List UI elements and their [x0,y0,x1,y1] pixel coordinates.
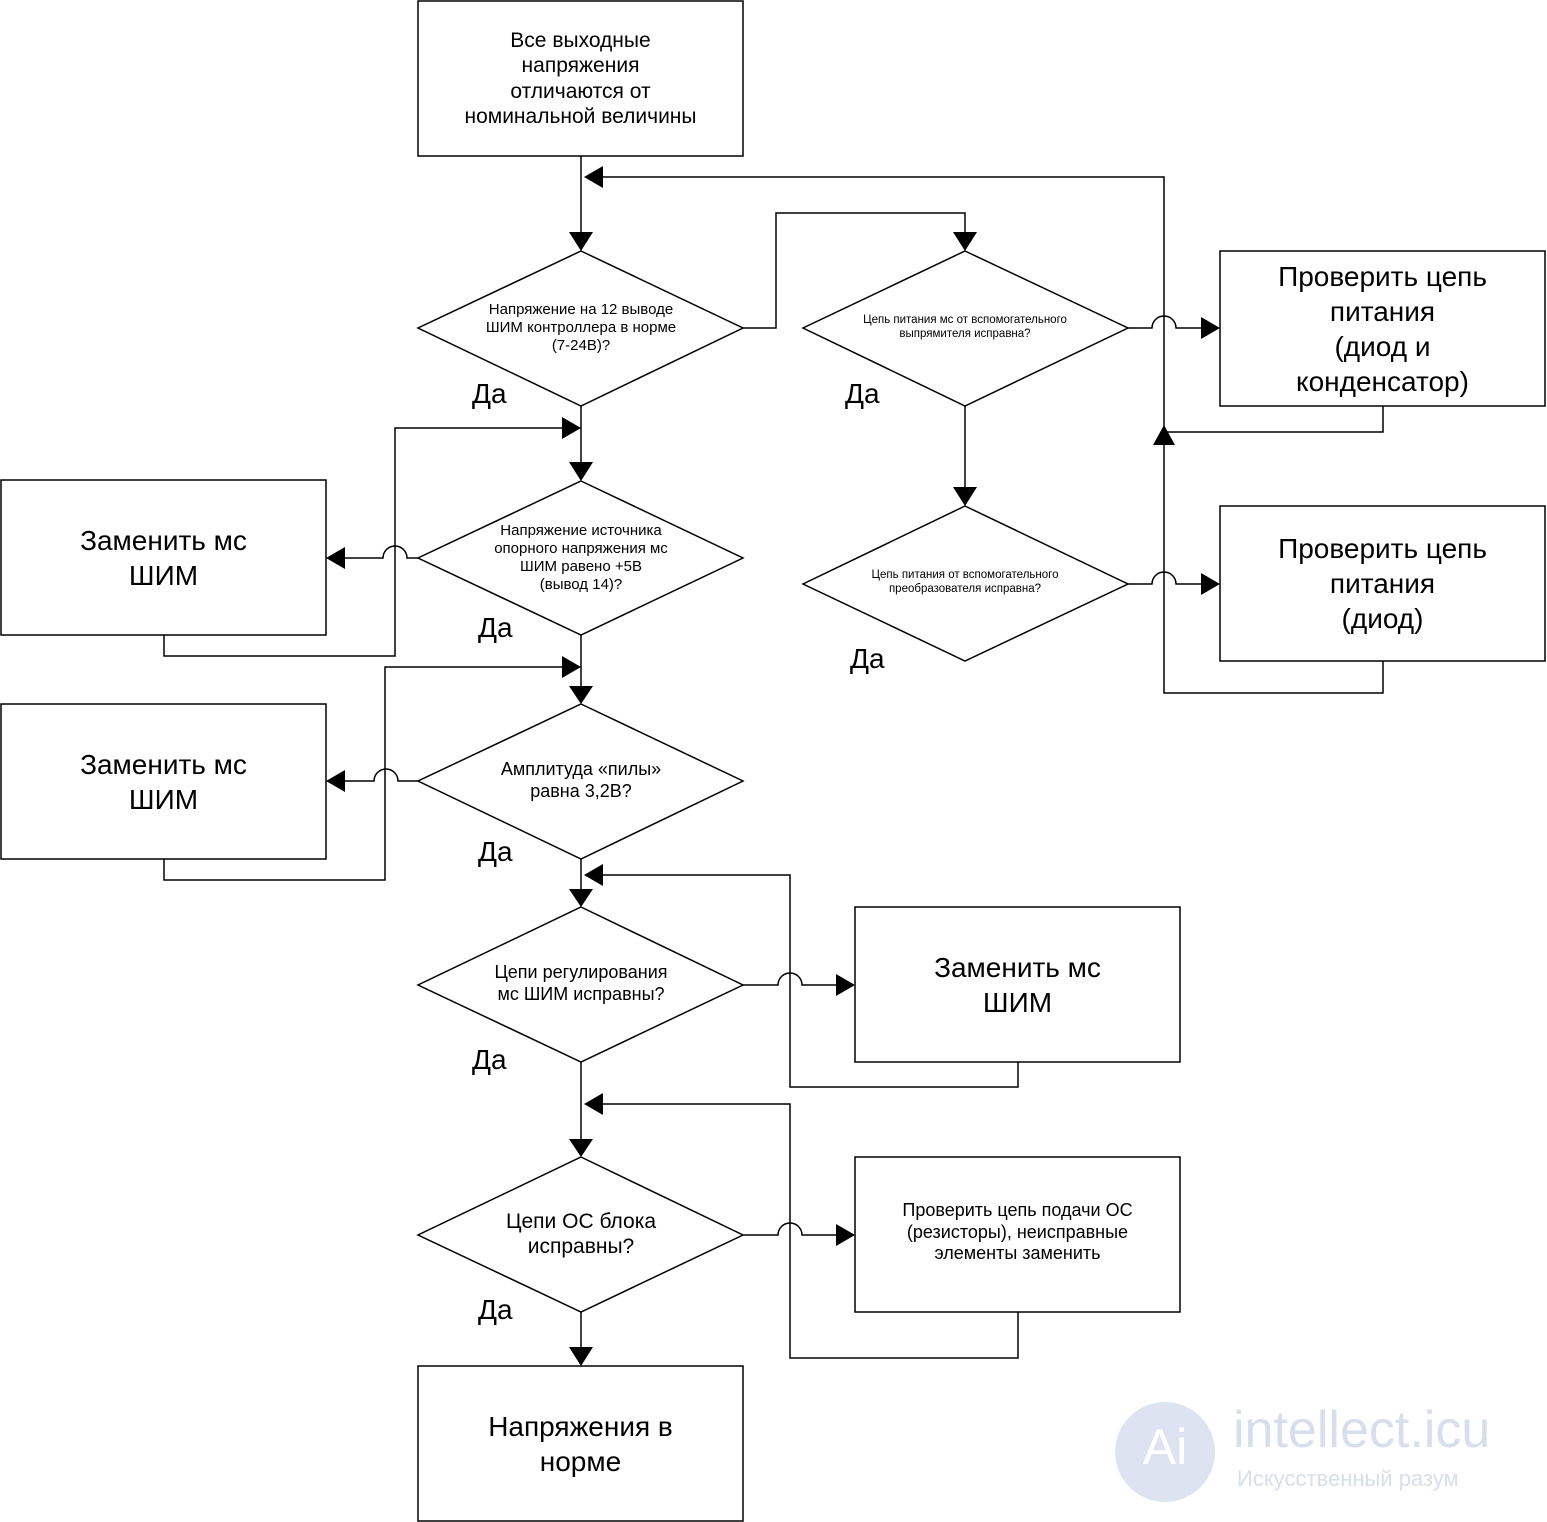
end-label: Напряжения в норме [488,1410,673,1477]
action-box-replace-pwm-3 [854,906,1181,1063]
arrowhead-down-d5 [569,1139,593,1157]
connector-d1-to-d6 [743,212,966,329]
action-label-replace-pwm-2: Заменить мс ШИМ [80,748,247,815]
decision-label-pin12-voltage: Напряжение на 12 выводе ШИМ контроллера … [485,301,677,354]
action-label-replace-pwm-3: Заменить мс ШИМ [934,951,1101,1018]
return-a1 [163,427,562,657]
return-a3 [603,874,1019,1088]
start-box [417,0,744,157]
arrowhead-up-return-a5 [1153,425,1175,445]
decision-label-aux-converter: Цепь питания от вспомогательного преобра… [871,569,1059,595]
arrowhead-right-return-a1 [562,417,581,439]
watermark-logo-letters: Ai [1142,1419,1188,1475]
connector-d2-to-a1 [345,545,418,559]
arrowhead-left-return-a4 [584,1093,603,1115]
return-a5 [1164,406,1384,433]
yes-label-d3: Да [478,836,513,867]
arrowhead-down-d6 [953,232,977,251]
watermark-subtitle: Искусственный разум [1237,1466,1459,1491]
arrowhead-down-d4 [569,889,593,907]
end-box [417,1365,744,1522]
action-box-replace-pwm-1 [0,479,327,636]
decision-label-regulation: Цепи регулирования мс ШИМ исправны? [494,962,668,1004]
arrowhead-left-a1 [326,547,345,569]
arrowhead-right-a5 [1201,317,1220,339]
decision-label-feedback: Цепи ОС блока исправны? [505,1209,657,1258]
arrowhead-down-d1 [569,232,593,251]
arrowhead-right-a3 [836,974,855,996]
decision-label-sawtooth: Амплитуда «пилы» равна 3,2В? [500,759,662,801]
yes-label-d6: Да [845,378,880,409]
action-box-replace-pwm-2 [0,703,327,860]
arrowhead-left-return-a3 [584,864,603,886]
action-box-check-feedback [854,1156,1181,1313]
yes-label-d1: Да [472,378,507,409]
action-label-check-feedback: Проверить цепь подачи ОС (резисторы), не… [902,1200,1133,1264]
decision-label-aux-rectifier: Цепь питания мс от вспомогательного выпр… [863,314,1067,340]
yes-label-d4: Да [472,1044,507,1075]
start-label: Все выходные напряжения отличаются от но… [464,29,697,128]
return-a6-to-top [603,176,1384,694]
yes-label-d5: Да [478,1294,513,1325]
yes-label-d2: Да [478,612,513,643]
connector-d3-to-a2 [345,768,418,782]
yes-label-d7: Да [850,643,885,674]
arrowhead-down-d7 [953,487,977,506]
watermark: Ai intellect.icu Искусственный разум [1115,1400,1535,1502]
action-label-check-power-diode-capacitor: Проверить цепь питания (диод и конденсат… [1278,260,1487,397]
watermark-logo-icon [1115,1402,1215,1502]
arrowhead-right-a6 [1201,573,1220,595]
arrowhead-right-return-a2 [562,656,581,678]
arrowhead-left-a2 [326,770,345,792]
arrowhead-left-return-top [584,166,603,188]
decision-diamond-aux-converter [801,505,1130,662]
decision-label-reference-voltage: Напряжение источника опорного напряжения… [494,522,668,593]
arrowhead-down-d2 [569,462,593,481]
arrowhead-right-a4 [836,1224,855,1246]
action-box-check-power-diode-capacitor [1219,250,1546,407]
return-a2 [163,666,562,881]
action-label-check-power-diode: Проверить цепь питания (диод) [1278,533,1487,634]
watermark-brand: intellect.icu [1233,1401,1491,1459]
arrowhead-down-d3 [569,686,593,704]
arrowhead-down-end [569,1347,593,1366]
return-a4 [603,1103,1019,1359]
action-label-replace-pwm-1: Заменить мс ШИМ [80,524,247,591]
